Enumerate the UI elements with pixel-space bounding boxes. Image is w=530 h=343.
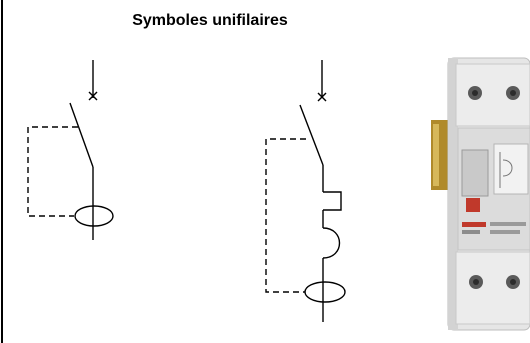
diagram-title: Symboles unifilaires: [132, 12, 288, 29]
symbol1-cross-b: [88, 91, 98, 101]
test-button: [466, 198, 480, 212]
symbol-breaker-differential: [265, 60, 346, 322]
symbol1-toroid: [74, 205, 114, 227]
symbol2-cross-b: [317, 92, 327, 102]
symbol2-magnetic-trip: [322, 227, 340, 259]
symbol1-contact-blade: [69, 102, 94, 168]
symbol2-contact-blade: [299, 104, 324, 166]
symbol1-dashed-link: [27, 126, 78, 217]
symbol2-dashed-link: [265, 138, 306, 293]
symbol-disconnector-differential: [27, 60, 114, 240]
differential-switch-illustration: [431, 57, 530, 331]
symbol2-toroid: [304, 281, 346, 303]
symbol2-thermal-trip: [323, 191, 342, 211]
toggle-lever: [461, 149, 489, 197]
page-border-left: [1, 0, 3, 343]
